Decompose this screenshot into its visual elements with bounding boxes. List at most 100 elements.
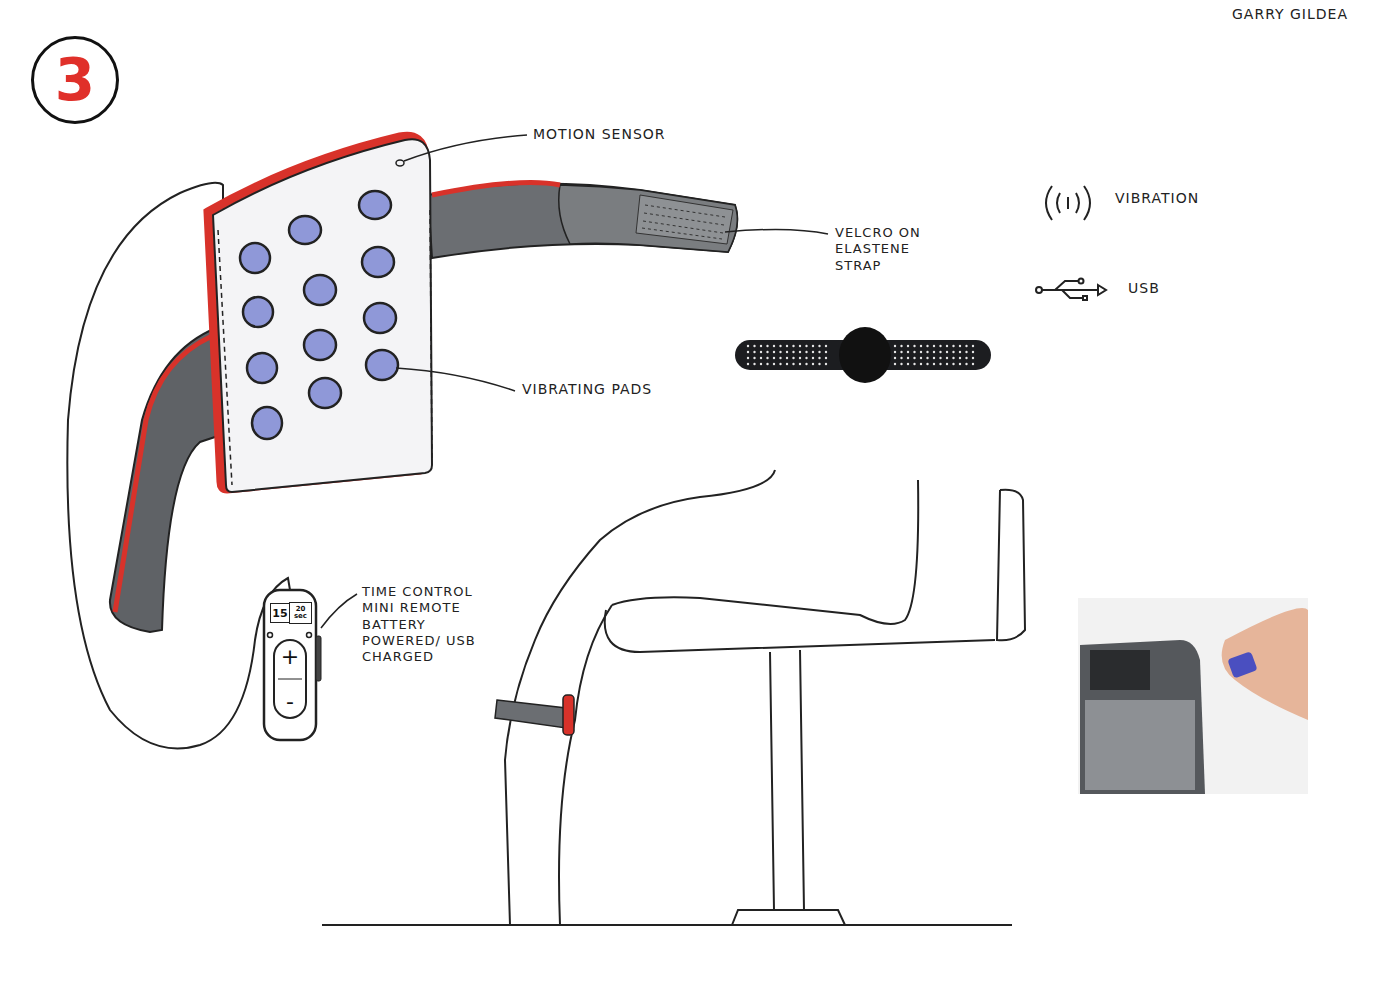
reference-dot [760, 363, 762, 365]
chair-stem [770, 650, 804, 910]
reference-dot [792, 357, 794, 359]
reference-dot [766, 351, 768, 353]
part-label: TIME CONTROL MINI REMOTE BATTERY POWERED… [362, 584, 494, 665]
reference-dot [779, 345, 781, 347]
reference-dot [959, 363, 961, 365]
reference-dot [907, 351, 909, 353]
reference-dot [799, 345, 801, 347]
remote-display-box: 20 sec [289, 602, 312, 624]
part-label: VIBRATING PADS [522, 381, 652, 399]
vibration-icon [1046, 186, 1090, 220]
reference-dot [818, 351, 820, 353]
reference-dot [959, 357, 961, 359]
leader-line [725, 229, 828, 234]
reference-dots [747, 345, 974, 365]
vibration-motor [1227, 651, 1257, 678]
reference-dot [920, 345, 922, 347]
reference-dot [965, 351, 967, 353]
stitch-line [218, 210, 432, 485]
reference-dot [907, 357, 909, 359]
reference-dot [825, 351, 827, 353]
velcro-patch [636, 195, 733, 244]
reference-dot [900, 357, 902, 359]
reference-dot [946, 357, 948, 359]
reference-dot [753, 363, 755, 365]
chair-base [732, 910, 845, 925]
reference-dot [926, 357, 928, 359]
reference-dot [939, 357, 941, 359]
reference-dot [959, 351, 961, 353]
reference-dot [799, 357, 801, 359]
reference-dot [926, 363, 928, 365]
reference-dot [792, 363, 794, 365]
strap-edge [115, 336, 212, 612]
reference-dot [894, 351, 896, 353]
reference-dot [766, 345, 768, 347]
reference-dot [747, 363, 749, 365]
leader-line [321, 594, 357, 628]
reference-dot [952, 345, 954, 347]
reference-dot [939, 363, 941, 365]
reference-dot [952, 351, 954, 353]
reference-dot [952, 363, 954, 365]
reference-dot [907, 345, 909, 347]
author-name: GARRY GILDEA [1232, 6, 1348, 24]
finger [1222, 608, 1308, 720]
reference-dot [812, 345, 814, 347]
phone-internals [1080, 640, 1205, 794]
reference-dot [965, 357, 967, 359]
reference-dot [952, 357, 954, 359]
reference-dot [786, 351, 788, 353]
timer-value: 15 [272, 608, 287, 619]
reference-dot [786, 345, 788, 347]
reference-dot [753, 351, 755, 353]
reference-dot [913, 345, 915, 347]
reference-dot [959, 345, 961, 347]
reference-dot [825, 345, 827, 347]
reference-dot [972, 345, 974, 347]
reference-dot [773, 363, 775, 365]
reference-dot [766, 357, 768, 359]
reference-dot [933, 357, 935, 359]
reference-photo [720, 320, 1002, 396]
reference-band [839, 327, 891, 383]
reference-dot [766, 363, 768, 365]
reference-dot [760, 345, 762, 347]
reference-dot [907, 363, 909, 365]
reference-dot [825, 363, 827, 365]
reference-dot [894, 357, 896, 359]
reference-dot [913, 357, 915, 359]
vibrating-pads [240, 191, 398, 439]
reference-dot [812, 357, 814, 359]
reference-dot [812, 363, 814, 365]
reference-dot [946, 345, 948, 347]
reference-dot [818, 363, 820, 365]
part-label: MOTION SENSOR [533, 126, 666, 144]
remote-button-label: - [274, 691, 306, 713]
reference-dot [779, 357, 781, 359]
leg-outline [559, 605, 612, 925]
reference-dot [760, 357, 762, 359]
legend-label: USB [1128, 280, 1160, 298]
reference-dot [747, 357, 749, 359]
reference-dot [773, 357, 775, 359]
knee-strap [495, 700, 566, 728]
reference-dot [972, 363, 974, 365]
floor-line [322, 924, 1012, 926]
reference-dot [818, 357, 820, 359]
reference-dot [920, 363, 922, 365]
reference-dot [900, 351, 902, 353]
reference-dot [894, 345, 896, 347]
phone-internals [1085, 700, 1195, 790]
remote-button-label: + [274, 646, 306, 668]
reference-dot [792, 345, 794, 347]
reference-dot [792, 351, 794, 353]
reference-dot [799, 351, 801, 353]
leader-line [396, 368, 515, 391]
reference-dot [913, 363, 915, 365]
timer-value: 20 sec [290, 606, 311, 620]
reference-dot [972, 357, 974, 359]
reference-dot [786, 363, 788, 365]
chair-outline [605, 490, 1025, 652]
